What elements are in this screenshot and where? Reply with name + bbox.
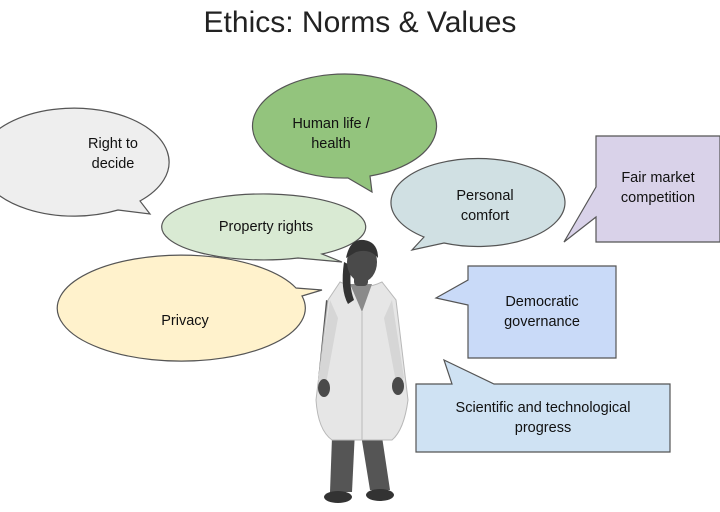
page-title: Ethics: Norms & Values <box>203 6 517 39</box>
speech-bubble-scientific-progress <box>415 358 671 453</box>
speech-bubble-right-to-decide <box>0 107 170 217</box>
bubble-label-human-life: Human life / health <box>292 116 370 152</box>
speech-bubble-property-rights <box>161 193 367 263</box>
speech-bubble-fair-market <box>563 135 720 243</box>
bubble-label-personal-comfort: Personal comfort <box>456 188 514 224</box>
bubble-label-right-to-decide: Right to decide <box>88 136 138 172</box>
scientist-lab-coat-icon <box>315 239 409 503</box>
bubble-label-property-rights: Property rights <box>218 219 314 235</box>
bubble-label-fair-market: Fair market competition <box>620 170 696 206</box>
bubble-label-scientific-progress: Scientific and technological progress <box>455 400 631 436</box>
speech-bubble-human-life <box>251 73 438 194</box>
bubble-label-democratic-governance: Democratic governance <box>504 294 580 330</box>
bubble-label-privacy: Privacy <box>161 313 209 329</box>
speech-bubble-democratic-governance <box>434 265 617 359</box>
speech-bubble-privacy <box>56 254 323 362</box>
speech-bubble-personal-comfort <box>390 157 566 251</box>
